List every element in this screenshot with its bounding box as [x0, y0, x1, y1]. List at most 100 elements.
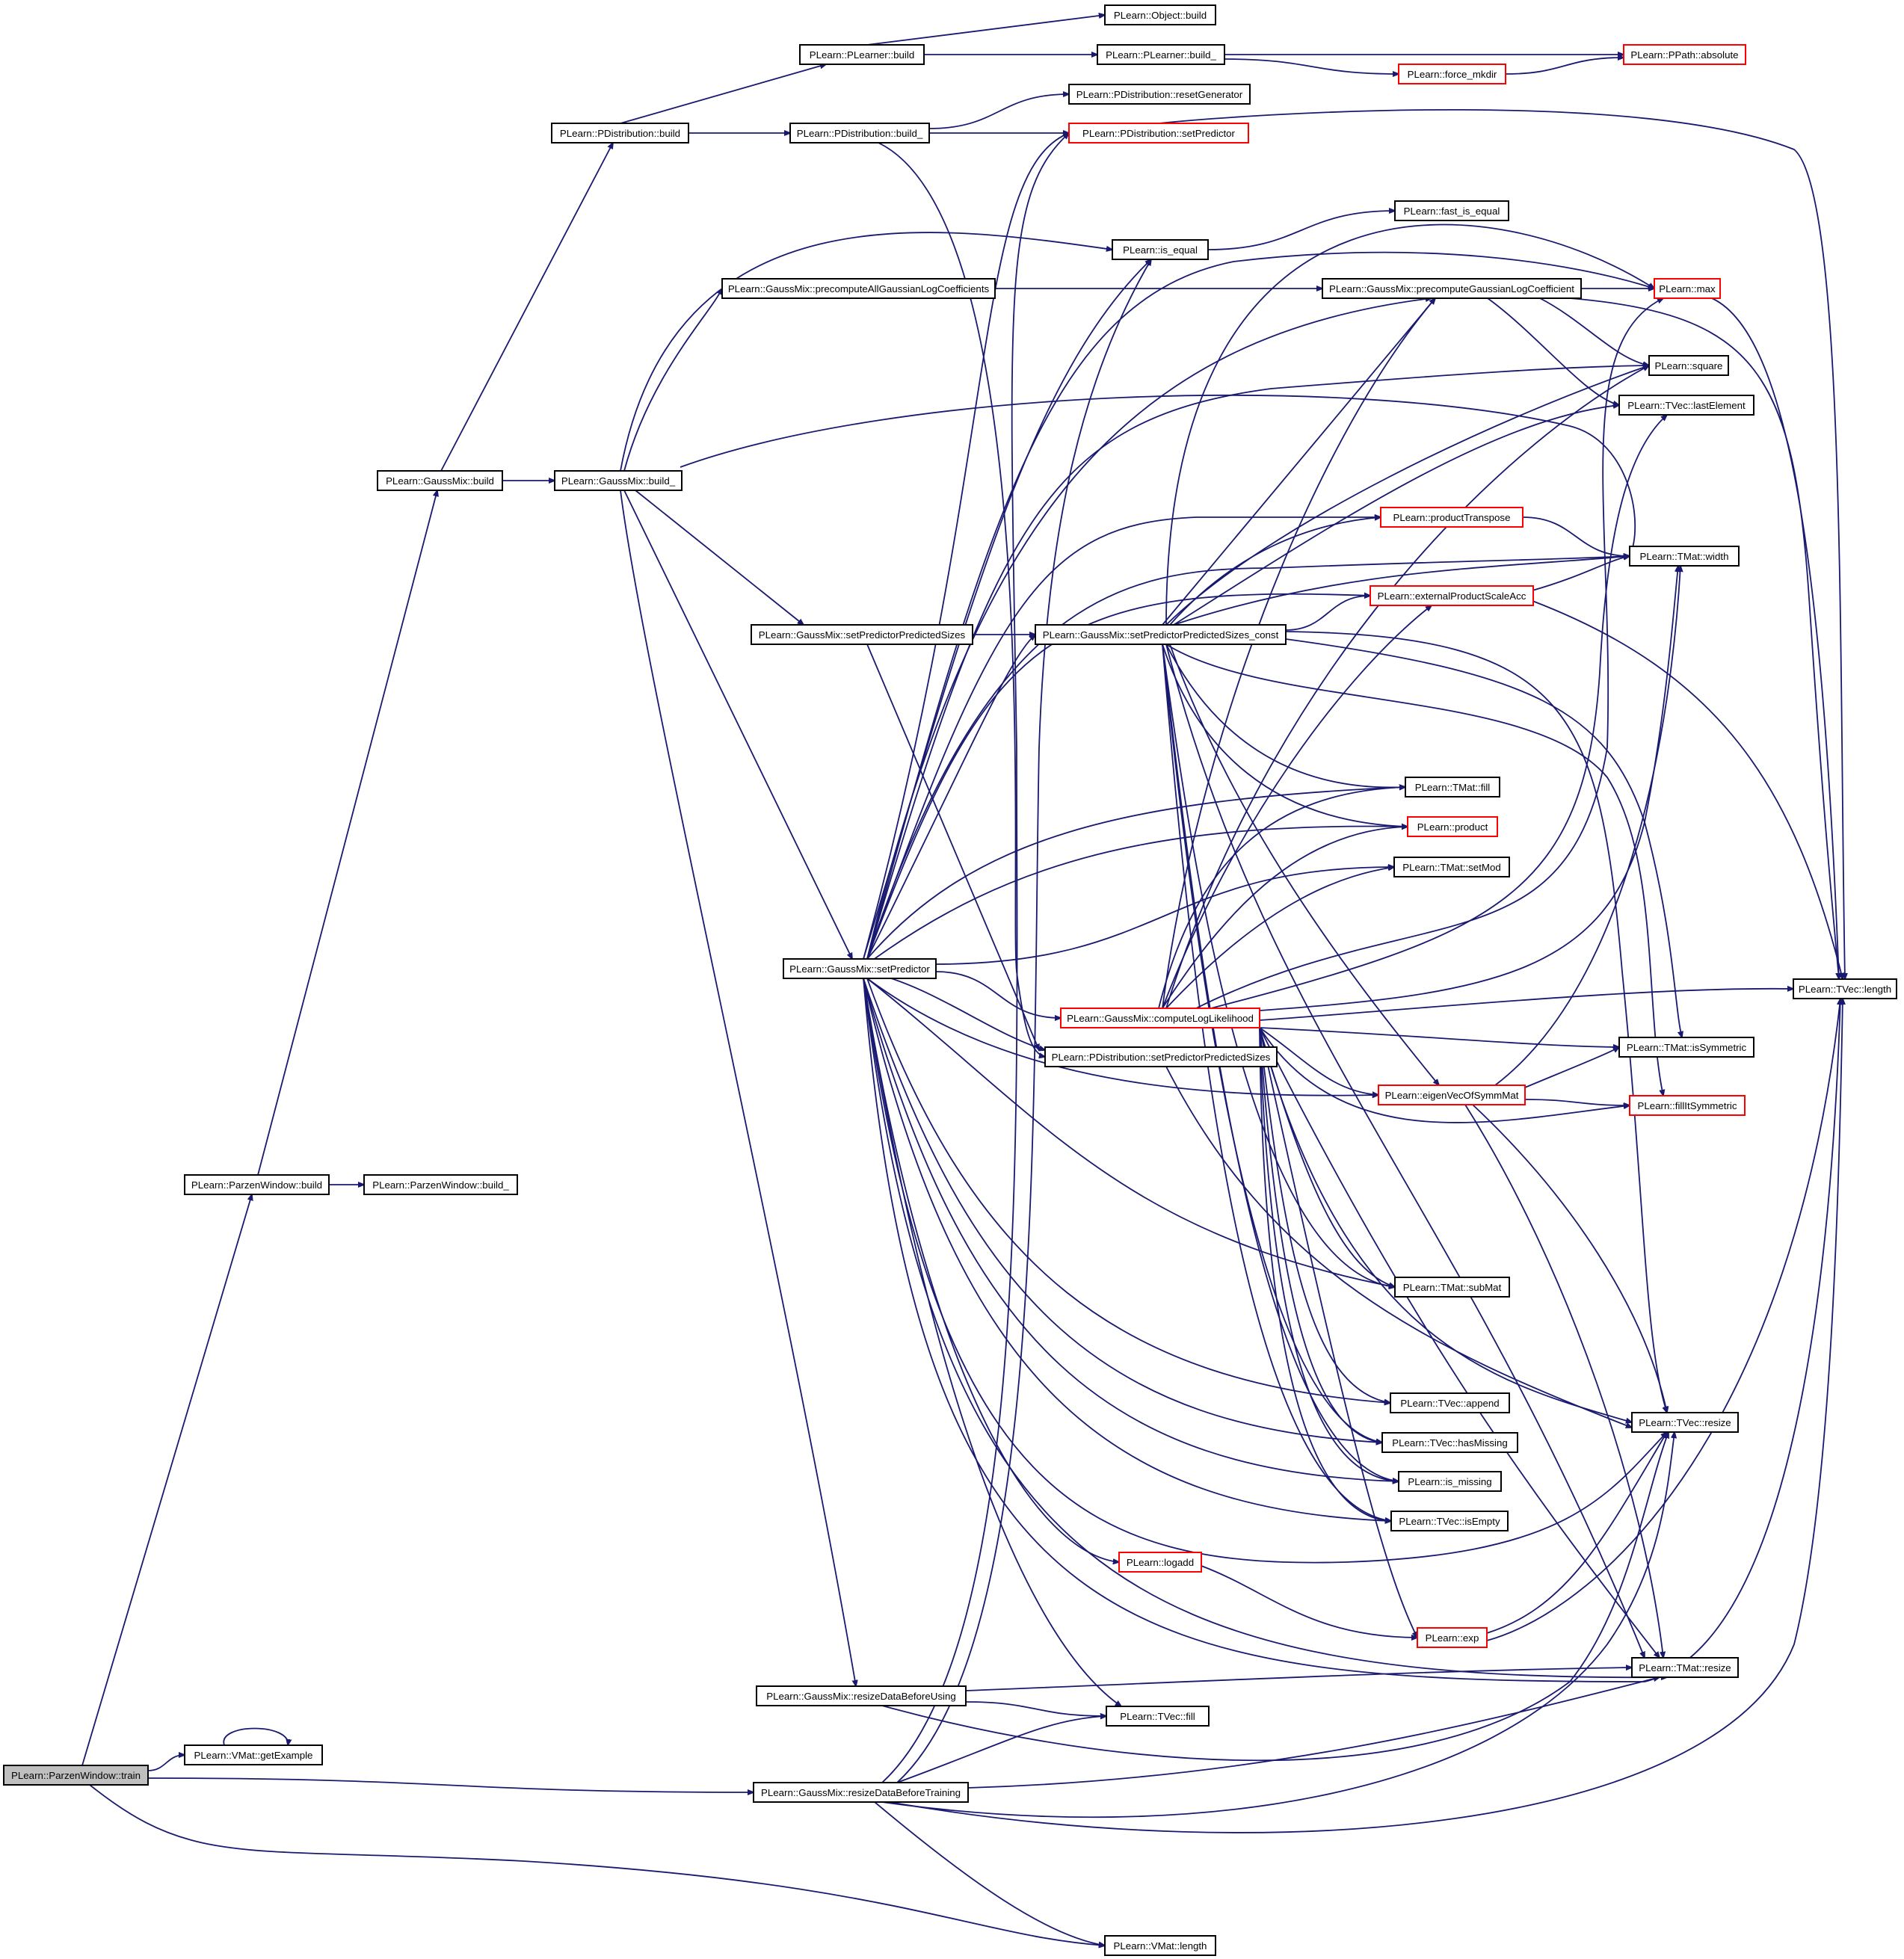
node-tmat-fill[interactable]: PLearn::TMat::fill: [1405, 777, 1500, 798]
node-box[interactable]: [1631, 1657, 1739, 1678]
node-box[interactable]: [756, 1685, 967, 1706]
node-box[interactable]: [1322, 278, 1582, 299]
node-box[interactable]: [1060, 1008, 1260, 1028]
node-tvec-length[interactable]: PLearn::TVec::length: [1793, 978, 1897, 999]
node-externalProductScaleAcc[interactable]: PLearn::externalProductScaleAcc: [1370, 585, 1534, 606]
node-box[interactable]: [1104, 1935, 1216, 1956]
node-box[interactable]: [184, 1744, 323, 1765]
node-vmat-getExample[interactable]: PLearn::VMat::getExample: [184, 1744, 323, 1765]
node-gm-setPredictor[interactable]: PLearn::GaussMix::setPredictor: [783, 958, 937, 979]
node-pw-build-[interactable]: PLearn::ParzenWindow::build_: [363, 1174, 518, 1195]
node-box[interactable]: [753, 1782, 969, 1803]
node-tvec-lastElement[interactable]: PLearn::TVec::lastElement: [1618, 395, 1754, 416]
node-box[interactable]: [1394, 1277, 1510, 1298]
node-tmat-resize[interactable]: PLearn::TMat::resize: [1631, 1657, 1739, 1678]
node-train[interactable]: PLearn::ParzenWindow::train: [3, 1765, 149, 1786]
node-exp[interactable]: PLearn::exp: [1417, 1627, 1488, 1648]
node-gm-precomputeAll[interactable]: PLearn::GaussMix::precomputeAllGaussianL…: [721, 278, 996, 299]
node-tvec-fill[interactable]: PLearn::TVec::fill: [1106, 1706, 1210, 1727]
node-box[interactable]: [1068, 84, 1251, 105]
node-box[interactable]: [377, 470, 503, 491]
node-box[interactable]: [551, 123, 689, 144]
node-box[interactable]: [799, 44, 925, 65]
node-gm-build-[interactable]: PLearn::GaussMix::build_: [554, 470, 683, 491]
node-box[interactable]: [751, 624, 973, 645]
node-box[interactable]: [1618, 395, 1754, 416]
node-pl-build-[interactable]: PLearn::PLearner::build_: [1097, 44, 1225, 65]
node-tvec-isEmpty[interactable]: PLearn::TVec::isEmpty: [1390, 1511, 1509, 1531]
node-tvec-append[interactable]: PLearn::TVec::append: [1390, 1392, 1510, 1413]
node-pd-resetGenerator[interactable]: PLearn::PDistribution::resetGenerator: [1068, 84, 1251, 105]
node-box[interactable]: [1629, 1095, 1746, 1116]
node-box[interactable]: [1380, 507, 1523, 528]
node-box[interactable]: [789, 123, 930, 144]
node-box[interactable]: [3, 1765, 149, 1786]
node-box[interactable]: [184, 1174, 330, 1195]
node-force-mkdir[interactable]: PLearn::force_mkdir: [1398, 64, 1506, 84]
node-box[interactable]: [1648, 355, 1729, 376]
node-box[interactable]: [1407, 816, 1498, 837]
node-fast-is-equal[interactable]: PLearn::fast_is_equal: [1394, 200, 1509, 221]
node-box[interactable]: [1118, 1552, 1202, 1573]
node-ppath-absolute[interactable]: PLearn::PPath::absolute: [1623, 44, 1746, 65]
node-box[interactable]: [1068, 123, 1249, 144]
node-tvec-resize[interactable]: PLearn::TVec::resize: [1631, 1412, 1739, 1433]
node-box[interactable]: [1793, 978, 1897, 999]
node-box[interactable]: [1390, 1392, 1510, 1413]
node-pl-build[interactable]: PLearn::PLearner::build: [799, 44, 925, 65]
node-box[interactable]: [1112, 239, 1209, 260]
node-box[interactable]: [1654, 278, 1721, 299]
node-box[interactable]: [1405, 777, 1500, 798]
node-logadd[interactable]: PLearn::logadd: [1118, 1552, 1202, 1573]
node-tmat-width[interactable]: PLearn::TMat::width: [1629, 546, 1740, 567]
node-product[interactable]: PLearn::product: [1407, 816, 1498, 837]
node-box[interactable]: [1381, 1432, 1518, 1453]
node-box[interactable]: [1097, 44, 1225, 65]
node-is-equal[interactable]: PLearn::is_equal: [1112, 239, 1209, 260]
node-box[interactable]: [1631, 1412, 1739, 1433]
node-tmat-subMat[interactable]: PLearn::TMat::subMat: [1394, 1277, 1510, 1298]
node-gm-precompute[interactable]: PLearn::GaussMix::precomputeGaussianLogC…: [1322, 278, 1582, 299]
node-max[interactable]: PLearn::max: [1654, 278, 1721, 299]
node-is-missing[interactable]: PLearn::is_missing: [1398, 1471, 1502, 1492]
node-gm-computeLL[interactable]: PLearn::GaussMix::computeLogLikelihood: [1060, 1008, 1260, 1028]
node-pd-build[interactable]: PLearn::PDistribution::build: [551, 123, 689, 144]
node-productTranspose[interactable]: PLearn::productTranspose: [1380, 507, 1523, 528]
node-vmat-length[interactable]: PLearn::VMat::length: [1104, 1935, 1216, 1956]
node-pd-setPredictor[interactable]: PLearn::PDistribution::setPredictor: [1068, 123, 1249, 144]
node-obj-build[interactable]: PLearn::Object::build: [1104, 4, 1216, 25]
node-square[interactable]: PLearn::square: [1648, 355, 1729, 376]
node-box[interactable]: [1398, 64, 1506, 84]
node-fillItSymmetric[interactable]: PLearn::fillItSymmetric: [1629, 1095, 1746, 1116]
node-tvec-hasMissing[interactable]: PLearn::TVec::hasMissing: [1381, 1432, 1518, 1453]
node-pd-build-[interactable]: PLearn::PDistribution::build_: [789, 123, 930, 144]
node-box[interactable]: [1104, 4, 1216, 25]
node-box[interactable]: [1044, 1046, 1278, 1067]
node-pw-build[interactable]: PLearn::ParzenWindow::build: [184, 1174, 330, 1195]
node-box[interactable]: [1390, 1511, 1509, 1531]
node-box[interactable]: [1629, 546, 1740, 567]
node-box[interactable]: [1106, 1706, 1210, 1727]
node-box[interactable]: [1618, 1037, 1754, 1058]
node-eigenVec[interactable]: PLearn::eigenVecOfSymmMat: [1378, 1085, 1526, 1105]
node-gm-setPPS[interactable]: PLearn::GaussMix::setPredictorPredictedS…: [751, 624, 973, 645]
node-box[interactable]: [1398, 1471, 1502, 1492]
node-pd-setPPS[interactable]: PLearn::PDistribution::setPredictorPredi…: [1044, 1046, 1278, 1067]
node-box[interactable]: [783, 958, 937, 979]
node-box[interactable]: [1623, 44, 1746, 65]
node-box[interactable]: [1378, 1085, 1526, 1105]
node-gm-setPPS-const[interactable]: PLearn::GaussMix::setPredictorPredictedS…: [1035, 624, 1287, 645]
node-gm-resizeTraining[interactable]: PLearn::GaussMix::resizeDataBeforeTraini…: [753, 1782, 969, 1803]
node-box[interactable]: [1370, 585, 1534, 606]
node-box[interactable]: [1394, 200, 1509, 221]
node-box[interactable]: [363, 1174, 518, 1195]
node-gm-build[interactable]: PLearn::GaussMix::build: [377, 470, 503, 491]
node-box[interactable]: [1035, 624, 1287, 645]
node-box[interactable]: [721, 278, 996, 299]
node-tmat-setMod[interactable]: PLearn::TMat::setMod: [1393, 857, 1510, 877]
node-box[interactable]: [1393, 857, 1510, 877]
node-tmat-isSymmetric[interactable]: PLearn::TMat::isSymmetric: [1618, 1037, 1754, 1058]
node-gm-resizeUsing[interactable]: PLearn::GaussMix::resizeDataBeforeUsing: [756, 1685, 967, 1706]
node-box[interactable]: [554, 470, 683, 491]
node-box[interactable]: [1417, 1627, 1488, 1648]
